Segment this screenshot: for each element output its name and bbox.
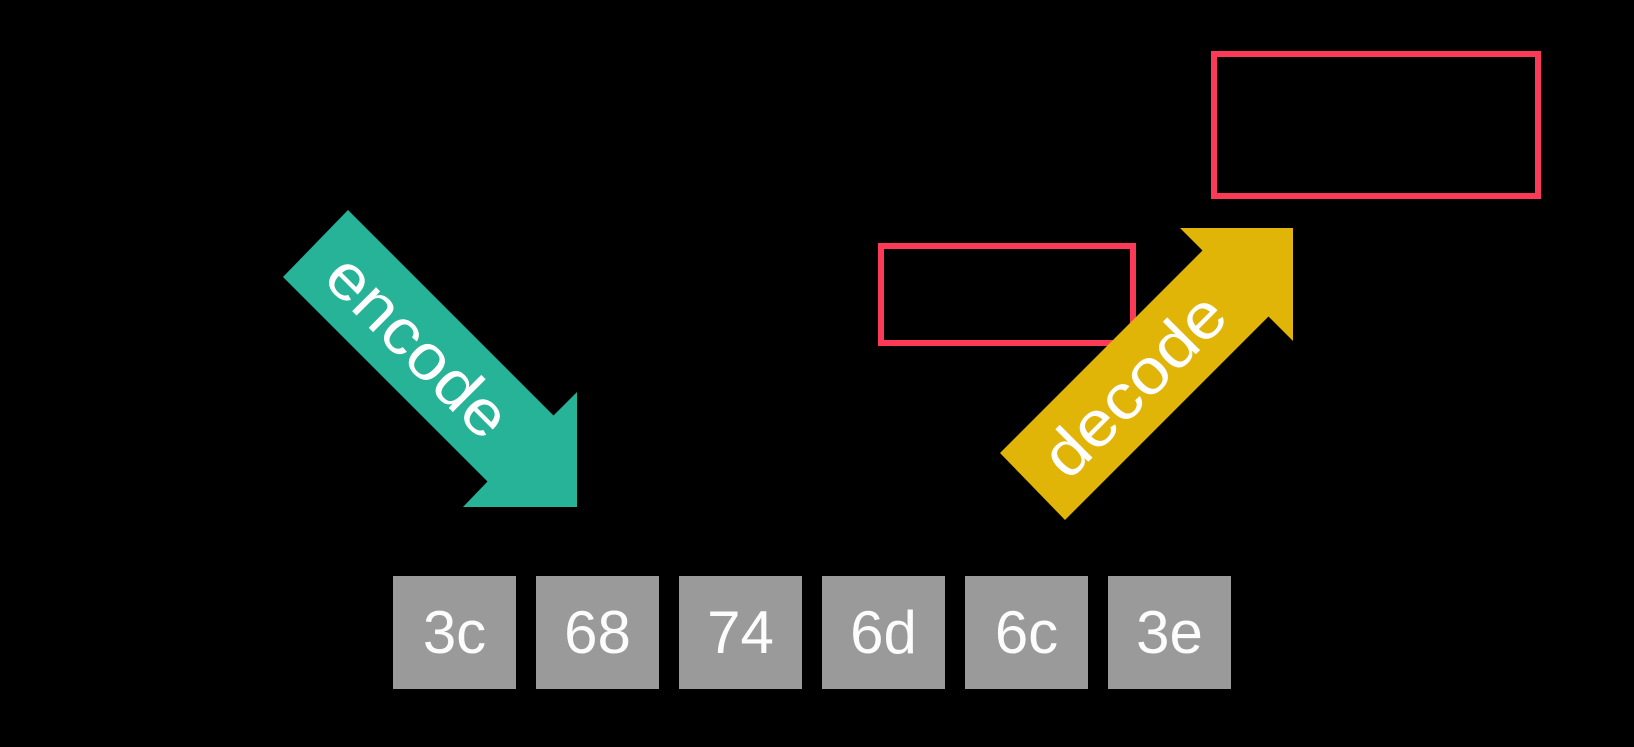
encode-arrow-label: encode — [311, 239, 525, 453]
highlight-box-middle — [878, 243, 1136, 346]
encoded-byte-row: 3c 68 74 6d 6c 3e — [393, 576, 1231, 689]
byte-box: 6c — [965, 576, 1088, 689]
byte-box: 6d — [822, 576, 945, 689]
byte-box: 3e — [1108, 576, 1231, 689]
byte-box: 3c — [393, 576, 516, 689]
byte-box: 74 — [679, 576, 802, 689]
byte-box: 68 — [536, 576, 659, 689]
highlight-box-top-right — [1211, 51, 1541, 199]
encode-arrow — [283, 210, 577, 507]
